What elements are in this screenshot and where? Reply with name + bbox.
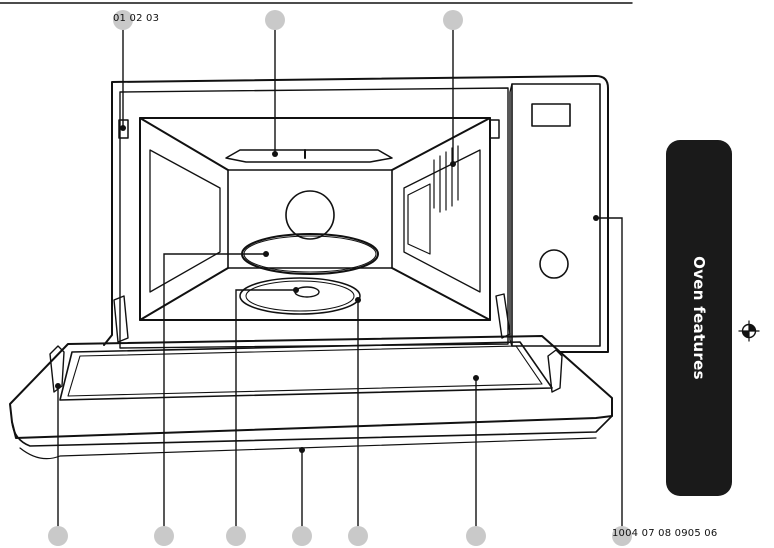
coupler <box>294 286 320 298</box>
callout-marker-08 <box>348 526 368 546</box>
back-wall-fan <box>285 190 335 240</box>
cavity-frame <box>119 87 509 349</box>
section-tab: Oven features <box>666 140 732 496</box>
callout-marker-05 <box>154 526 174 546</box>
display-window <box>531 103 571 127</box>
oven-cabinet <box>103 75 609 353</box>
top-callout-numbers: 01 02 03 <box>113 13 160 24</box>
hinge-right <box>495 293 511 339</box>
crosshair-registration-icon <box>738 320 760 342</box>
door-latch-hole-right <box>489 119 500 139</box>
door-hook-right <box>547 349 563 393</box>
callout-marker-03 <box>443 10 463 30</box>
callout-dots <box>55 125 599 453</box>
callout-marker-04 <box>48 526 68 546</box>
oven-door <box>9 335 613 439</box>
callout-marker-09 <box>466 526 486 546</box>
bottom-callout-numbers: 1004 07 08 0905 06 <box>612 528 718 539</box>
section-tab-label: Oven features <box>690 256 708 380</box>
callout-marker-02 <box>265 10 285 30</box>
left-wall-panel <box>149 149 221 293</box>
callout-markers <box>48 10 632 546</box>
callout-marker-10 <box>612 526 632 546</box>
control-dial <box>539 249 569 279</box>
callout-marker-01 <box>113 10 133 30</box>
door-hook-left <box>49 345 65 393</box>
hinge-left <box>113 295 129 343</box>
callout-marker-06 <box>226 526 246 546</box>
door-handle <box>11 415 613 447</box>
grill-heater <box>225 149 393 163</box>
control-panel <box>511 83 601 347</box>
callout-lines <box>57 22 623 534</box>
roller-ring <box>239 277 361 315</box>
right-wall-panel <box>403 149 481 293</box>
callout-marker-07 <box>292 526 312 546</box>
vent-grille <box>433 145 459 213</box>
